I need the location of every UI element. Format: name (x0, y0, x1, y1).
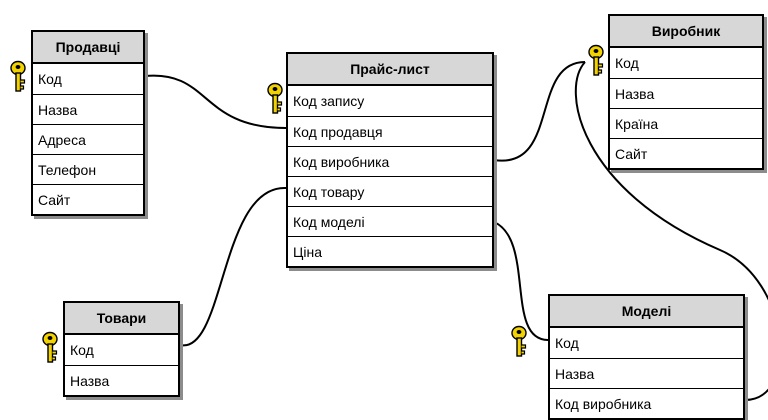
table-title: Виробник (610, 16, 762, 48)
field-kod-modeli[interactable]: Код моделі (288, 206, 492, 236)
table-title: Моделі (550, 296, 743, 328)
link-price-modeli (493, 221, 549, 341)
field-kraina[interactable]: Країна (610, 108, 762, 138)
table-title: Товари (65, 303, 178, 335)
field-kod-tovaru[interactable]: Код товару (288, 176, 492, 206)
field-tsina[interactable]: Ціна (288, 236, 492, 266)
field-nazva[interactable]: Назва (33, 94, 143, 124)
field-nazva[interactable]: Назва (550, 358, 743, 388)
table-modeli[interactable]: Моделі Код Назва Код виробника (548, 294, 745, 420)
table-vyrobnyk[interactable]: Виробник Код Назва Країна Сайт (608, 14, 764, 170)
field-kod-vyrobnyka[interactable]: Код виробника (288, 146, 492, 176)
field-telefon[interactable]: Телефон (33, 154, 143, 184)
field-kod-prodavtsia[interactable]: Код продавця (288, 116, 492, 146)
field-kod[interactable]: Код (555, 335, 579, 351)
key-icon (42, 331, 58, 363)
table-prodavtsi[interactable]: Продавці Код Назва Адреса Телефон Сайт (31, 30, 145, 216)
key-icon (588, 44, 604, 76)
link-prodavtsi-price (144, 74, 287, 129)
field-kod[interactable]: Код (70, 342, 94, 358)
table-tovary[interactable]: Товари Код Назва (63, 301, 180, 397)
field-adresa[interactable]: Адреса (33, 124, 143, 154)
field-sait[interactable]: Сайт (610, 138, 762, 168)
field-nazva[interactable]: Назва (610, 78, 762, 108)
key-icon (10, 60, 26, 92)
link-modeli-vyrobnyk (574, 61, 768, 401)
field-kod[interactable]: Код (38, 71, 62, 87)
link-price-tovary (179, 186, 287, 347)
link-price-vyrobnyk (493, 61, 586, 162)
field-nazva[interactable]: Назва (65, 365, 178, 395)
key-icon (511, 325, 527, 357)
field-kod[interactable]: Код (615, 55, 639, 71)
field-kod-zapysu[interactable]: Код запису (293, 93, 365, 109)
field-kod-vyrobnyka[interactable]: Код виробника (550, 388, 743, 418)
table-title: Прайс-лист (288, 54, 492, 86)
table-price-list[interactable]: Прайс-лист Код запису Код продавця Код в… (286, 52, 494, 268)
key-icon (267, 82, 283, 114)
table-title: Продавці (33, 32, 143, 64)
field-sait[interactable]: Сайт (33, 184, 143, 214)
